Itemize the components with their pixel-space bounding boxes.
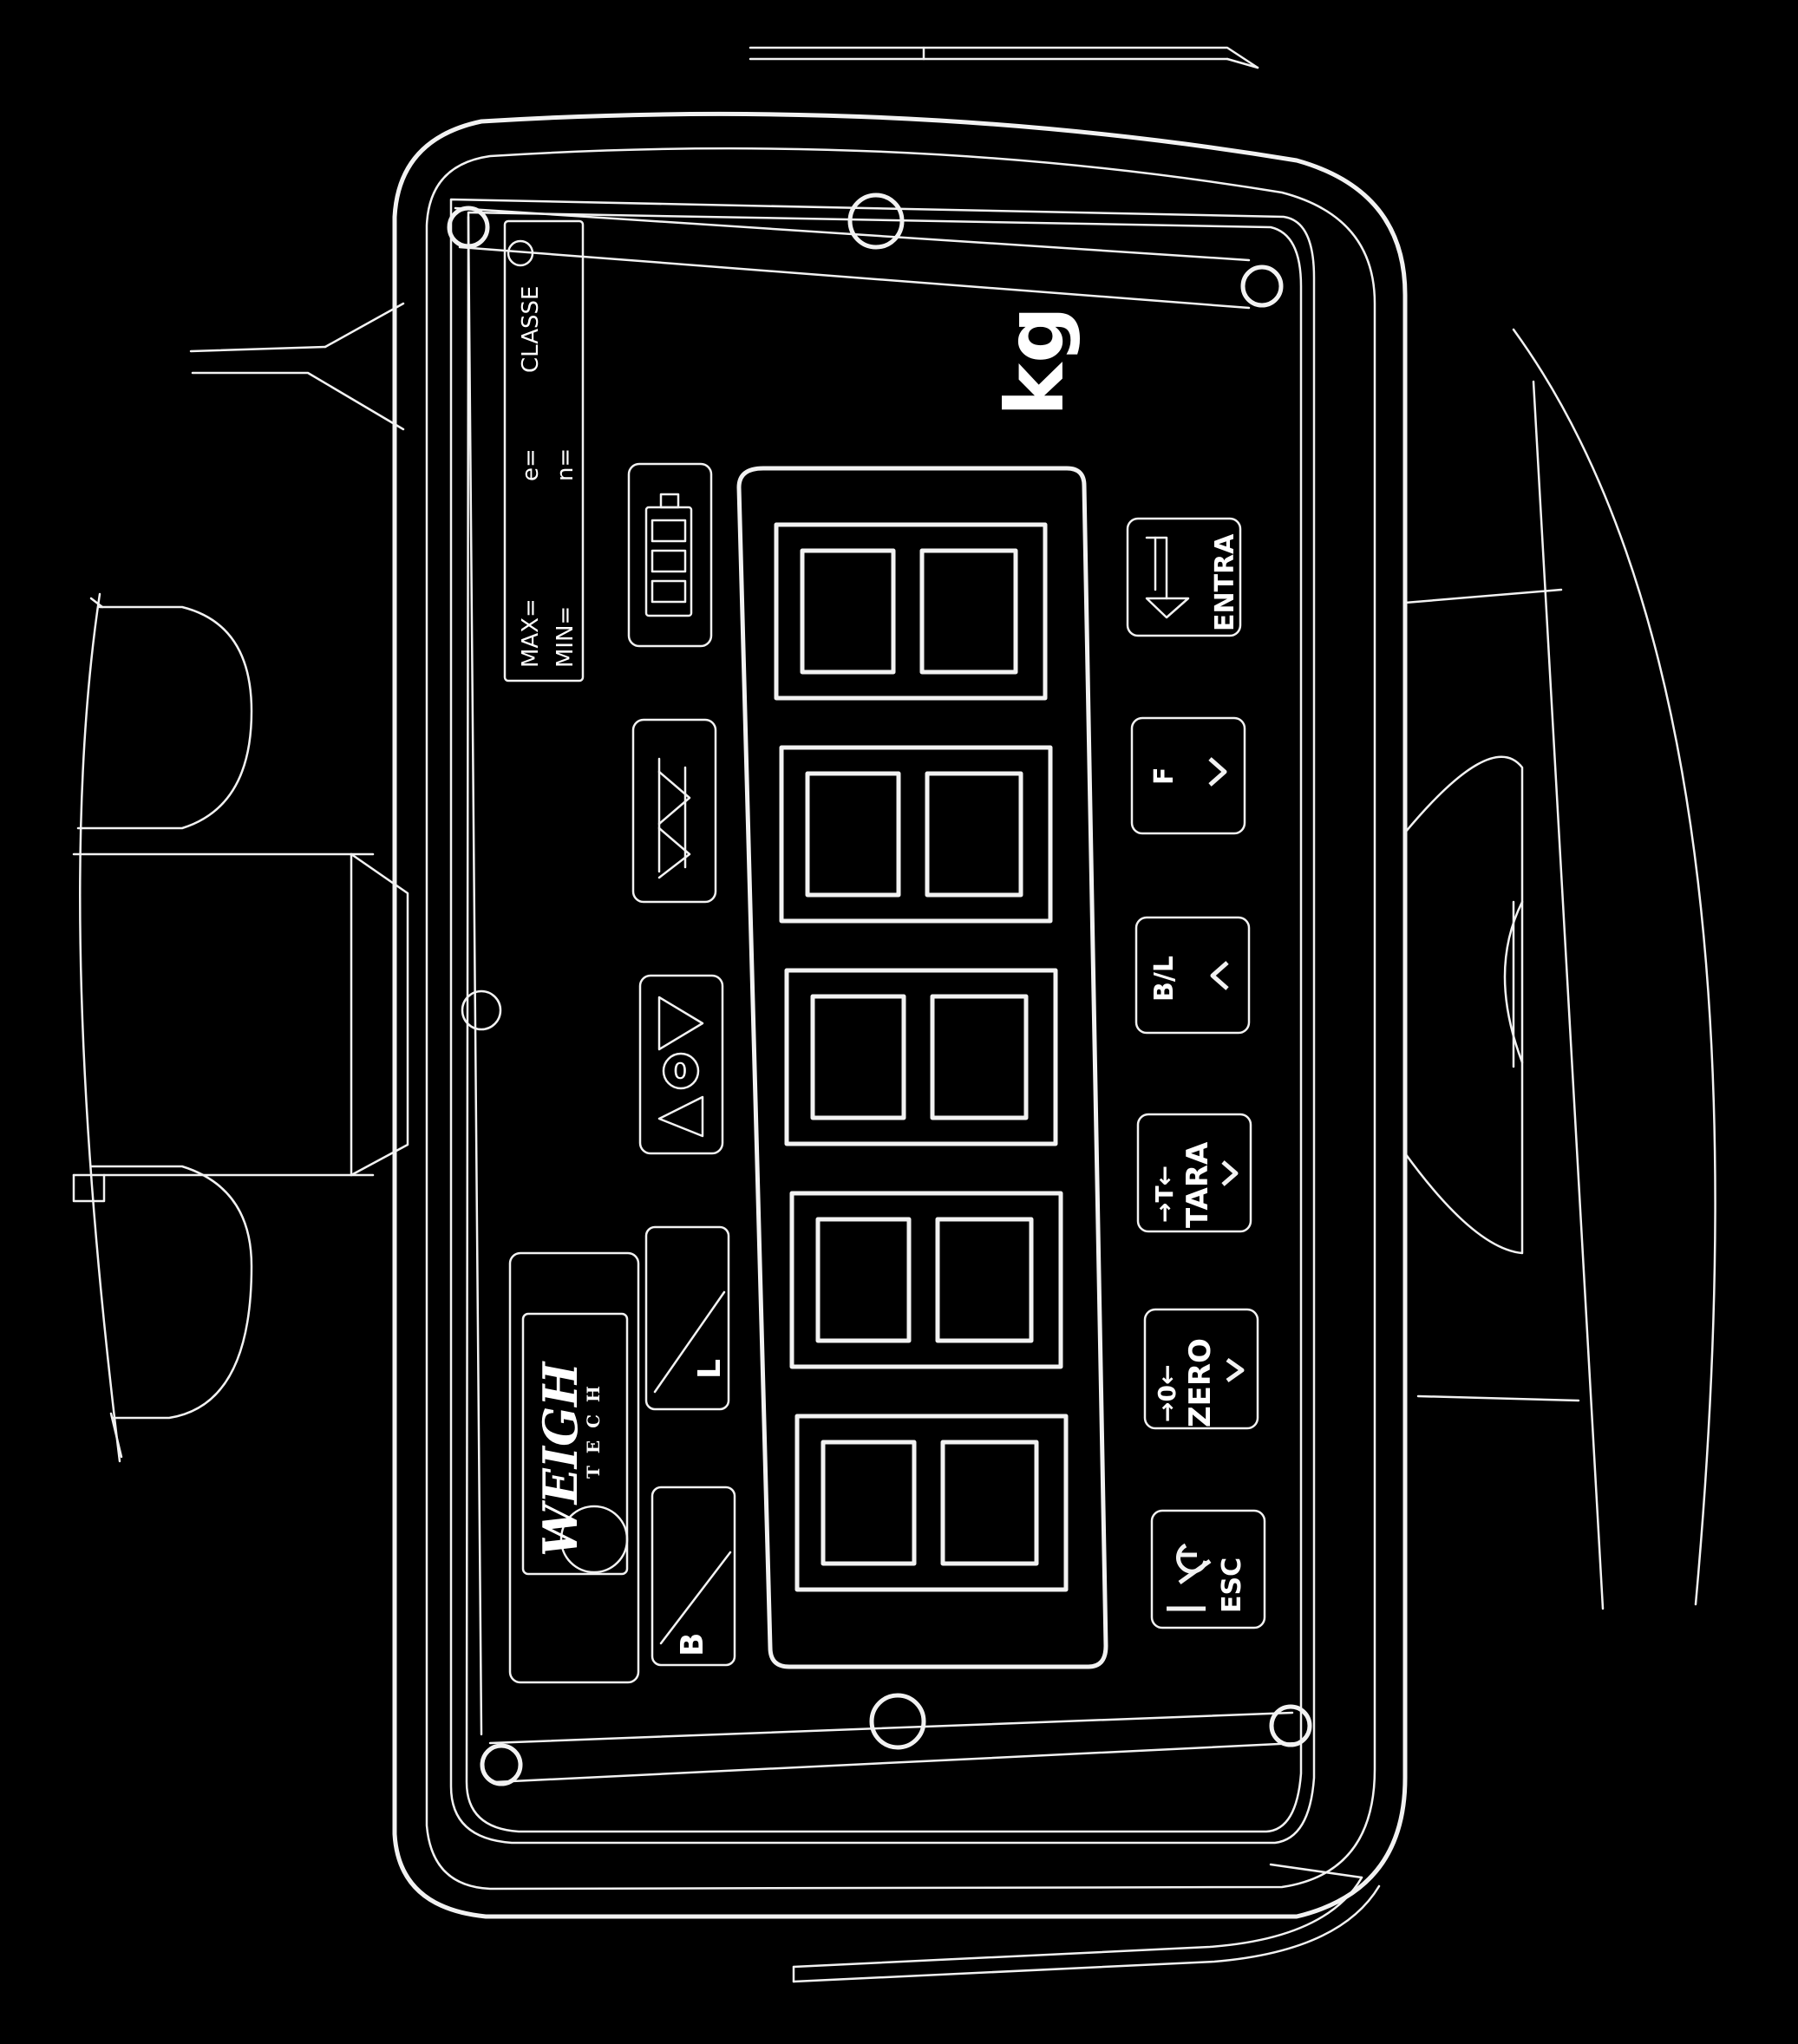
rails: [749, 46, 1381, 1983]
battery-icon: [627, 462, 713, 648]
down-arrow-icon: [1208, 757, 1227, 787]
screw-top-center: [847, 193, 905, 250]
screw-top-left: [447, 206, 490, 249]
digit-segment-right: [919, 548, 1018, 675]
enter-label: ENTRA: [1210, 533, 1240, 631]
digit-segment-left: [810, 994, 906, 1120]
digit-cell: [784, 968, 1058, 1146]
digit-segment-right: [925, 771, 1023, 898]
brand-subline: TECH: [583, 1374, 604, 1479]
digit-segment-left: [800, 548, 896, 675]
svg-text:0: 0: [673, 1059, 688, 1085]
mounting-bracket: [72, 302, 409, 1463]
digit-segment-left: [821, 1440, 917, 1566]
digit-segment-right: [935, 1217, 1034, 1343]
unit-label: kg: [989, 306, 1082, 416]
digit-cells: [774, 522, 1069, 1592]
l-indicator: L: [644, 1225, 730, 1411]
f-label: F: [1149, 767, 1180, 786]
digit-segment-left: [815, 1217, 912, 1343]
f-button[interactable]: F: [1130, 716, 1246, 835]
bl-button[interactable]: B/L: [1134, 916, 1251, 1035]
b-indicator-label: B: [675, 1633, 710, 1656]
digit-segment-left: [805, 771, 901, 898]
min-label: MIN=: [552, 606, 579, 668]
b-indicator: B: [651, 1486, 736, 1667]
housing: [392, 111, 1408, 1919]
right-arrow-icon: [1221, 1160, 1239, 1186]
stable-icon: [631, 718, 717, 904]
screw-top-right: [1240, 264, 1284, 308]
status-icons: 0 L B: [627, 462, 736, 1667]
digit-cell: [789, 1191, 1063, 1369]
esc-label: ESC: [1217, 1557, 1247, 1613]
screw-bottom-right: [1269, 1704, 1312, 1747]
max-label: MAX=: [518, 598, 544, 668]
esc-button[interactable]: ESC I/: [1150, 1509, 1266, 1629]
screw-bottom-left: [480, 1743, 523, 1786]
classe-mark-icon: [507, 239, 534, 267]
digit-cell: [794, 1414, 1069, 1592]
keypad: ENTRA F B/L →T← TARA: [1126, 517, 1266, 1629]
zero-label: ZERO: [1183, 1338, 1218, 1427]
classe-label: CLASSE: [518, 286, 544, 373]
zero-center-icon: 0: [638, 974, 724, 1155]
cradle: [1403, 328, 1716, 1610]
display-window: [736, 466, 1108, 1669]
digit-cell: [779, 745, 1053, 924]
screw-bottom-center: [869, 1693, 926, 1750]
up-arrow-icon: [1210, 961, 1229, 990]
digit-cell: [774, 522, 1048, 701]
bl-label: B/L: [1149, 956, 1180, 1002]
power-icon: [1176, 1543, 1208, 1574]
tara-label: TARA: [1180, 1141, 1215, 1228]
n-label: n=: [552, 448, 579, 481]
l-indicator-label: L: [692, 1359, 728, 1379]
enter-button[interactable]: ENTRA: [1126, 517, 1242, 637]
digit-segment-right: [940, 1440, 1039, 1566]
screw-middle-left: [461, 989, 502, 1031]
digit-segment-right: [930, 994, 1029, 1120]
spec-label: MAX= MIN= e= n= CLASSE: [503, 219, 585, 682]
tara-button[interactable]: →T← TARA: [1136, 1113, 1252, 1233]
e-label: e=: [518, 448, 544, 481]
left-arrow-icon: [1226, 1357, 1245, 1383]
brand-logo: WEIGH TECH: [508, 1251, 640, 1684]
screws: [447, 193, 1312, 1786]
tara-top: →T←: [1150, 1166, 1179, 1223]
zero-top: →0←: [1153, 1365, 1181, 1422]
zero-button[interactable]: →0← ZERO: [1143, 1308, 1259, 1430]
brand-name: WEIGH: [533, 1361, 588, 1557]
unit-text: kg: [989, 306, 1082, 416]
